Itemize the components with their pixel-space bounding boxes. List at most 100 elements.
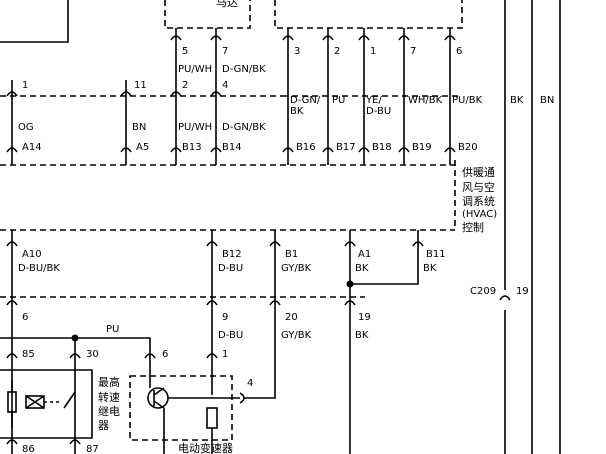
terminal-icon — [6, 439, 18, 445]
wire-color: PU/WH — [178, 122, 212, 133]
terminal-icon — [210, 147, 222, 153]
pin-label: 19 — [358, 312, 371, 323]
pin-label: 85 — [22, 349, 35, 360]
terminal-icon — [69, 439, 81, 445]
fragment-label: 马达 — [216, 0, 238, 9]
hvac-module-label: 供暖通 — [462, 165, 495, 179]
terminal-icon — [69, 353, 81, 359]
relay-switch — [63, 391, 76, 409]
relay-label: 继电 — [98, 405, 120, 418]
wire-color: PU — [332, 95, 345, 106]
terminal-icon — [322, 35, 334, 41]
wire-color: BN — [540, 95, 554, 106]
wire-color: D-GN/BK — [222, 122, 266, 133]
connector-id: B11 — [426, 249, 446, 260]
wire-color: YE/ — [365, 95, 382, 106]
top-left-wire — [0, 0, 69, 43]
wire-color: BK — [355, 330, 369, 341]
relay-label: 转速 — [98, 390, 120, 404]
pin-label: 86 — [22, 444, 35, 454]
connector-id: B16 — [296, 142, 316, 153]
pin-label: 1 — [222, 349, 228, 360]
wire-color: WH/BK — [408, 95, 443, 106]
connector-id: B18 — [372, 142, 392, 153]
wire-color: D-GN/ — [290, 95, 321, 106]
wire-color: GY/BK — [281, 263, 312, 274]
pin-label: 4 — [222, 80, 228, 91]
connector-terminals — [6, 35, 511, 445]
wire-color: GY/BK — [281, 330, 312, 341]
pin-label: 9 — [222, 312, 228, 323]
terminal-icon — [6, 241, 18, 247]
terminal-icon — [358, 35, 370, 41]
wire-color: D-BU — [218, 330, 243, 341]
connector-id: B20 — [458, 142, 478, 153]
terminal-icon — [6, 147, 18, 153]
relay-label: 最高 — [98, 375, 120, 389]
wire-color: BK — [290, 106, 304, 117]
terminal-icon — [206, 300, 218, 306]
terminal-icon — [170, 147, 182, 153]
hvac-module-label: 控制 — [462, 220, 484, 234]
relay-coil-cross — [25, 395, 45, 409]
pin-label: 2 — [334, 46, 340, 57]
hvac-module-label: (HVAC) — [462, 209, 497, 220]
pin-label: 2 — [182, 80, 188, 91]
terminal-icon — [210, 91, 222, 97]
connector-id: C209 — [470, 286, 496, 297]
wire-color: BK — [355, 263, 369, 274]
pin-label: 1 — [22, 80, 28, 91]
controller-resistor — [206, 407, 218, 429]
pin-label: 6 — [162, 349, 168, 360]
hvac-module-label: 风与空 — [462, 180, 495, 194]
terminal-icon — [210, 35, 222, 41]
connector-id: B14 — [222, 142, 242, 153]
blower-controller-outline — [129, 375, 233, 441]
terminal-icon — [322, 147, 334, 153]
connector-id: B12 — [222, 249, 242, 260]
terminal-icon — [344, 300, 356, 306]
terminal-icon — [206, 241, 218, 247]
terminal-icon — [358, 147, 370, 153]
pin-label: 7 — [410, 46, 416, 57]
pin-label: 6 — [456, 46, 462, 57]
terminal-icon — [444, 35, 456, 41]
connector-id: A10 — [22, 249, 42, 260]
relay-outline — [0, 369, 93, 439]
wire-color: D-BU/BK — [18, 263, 60, 274]
terminal-icon — [170, 35, 182, 41]
wire-color: PU/BK — [452, 95, 483, 106]
wire-color: OG — [18, 122, 34, 133]
hvac-module-label: 调系统 — [462, 195, 495, 208]
terminal-icon — [206, 353, 218, 359]
splice-dot — [71, 334, 79, 342]
connector-id: A1 — [358, 249, 371, 260]
terminal-icon — [239, 392, 245, 404]
terminal-icon — [6, 353, 18, 359]
hvac-boundary-bottom — [0, 160, 456, 231]
terminal-icon — [6, 91, 18, 97]
pin-label: 87 — [86, 444, 99, 454]
pin-label: 1 — [370, 46, 376, 57]
terminal-icon — [412, 241, 424, 247]
relay-label: 器 — [98, 419, 109, 432]
terminal-icon — [170, 91, 182, 97]
wire-color: BK — [510, 95, 524, 106]
transistor-leads — [153, 387, 165, 409]
transistor-symbol — [147, 387, 169, 409]
terminal-icon — [499, 295, 511, 301]
terminal-icon — [120, 91, 132, 97]
controller-label: 电动变速器 — [178, 441, 233, 454]
wire-color: PU — [106, 324, 119, 335]
connector-id: A5 — [136, 142, 149, 153]
component-outline-right — [274, 0, 463, 29]
terminal-icon — [144, 353, 156, 359]
connector-id: A14 — [22, 142, 42, 153]
wire-color: D-GN/BK — [222, 64, 266, 75]
terminal-icon — [282, 147, 294, 153]
pin-label: 4 — [247, 378, 253, 389]
terminal-icon — [269, 300, 281, 306]
pin-label: 19 — [516, 286, 529, 297]
wire-b1 — [244, 230, 276, 399]
